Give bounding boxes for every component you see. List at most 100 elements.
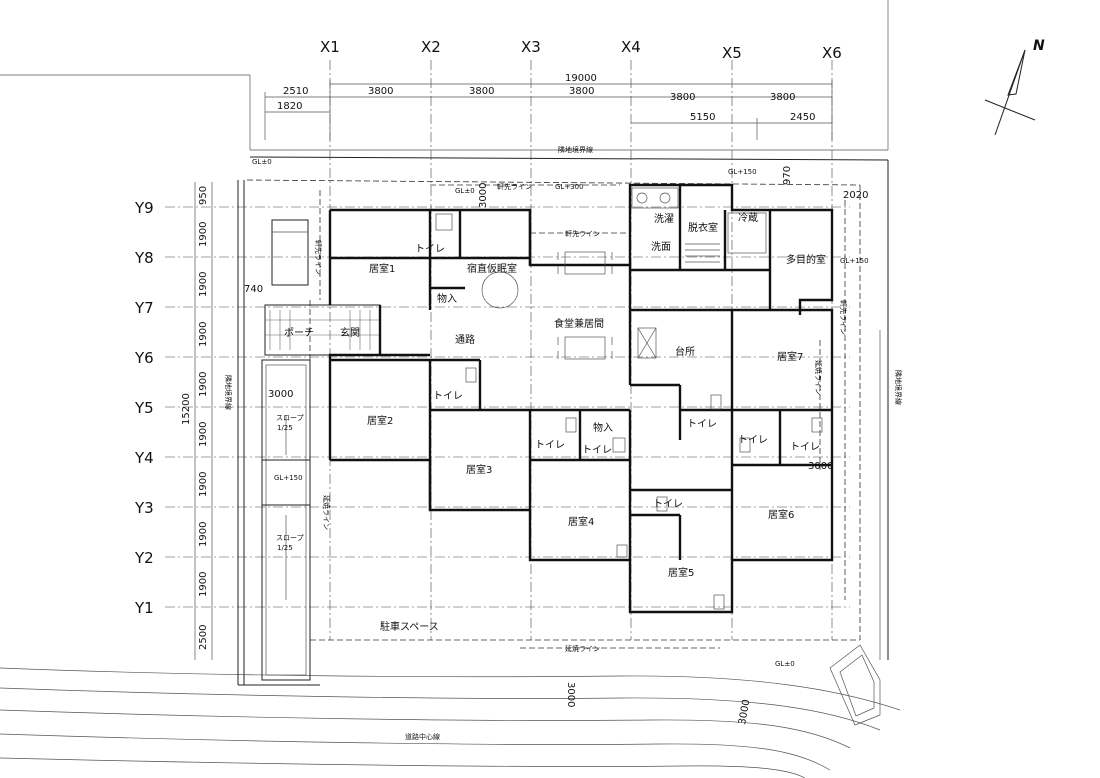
extension-right-label: 延焼ライン [814, 360, 823, 395]
genkan-label: 玄関 [340, 326, 360, 339]
grid-label-y3: Y3 [134, 499, 154, 517]
dim-top-3: 3800 [469, 86, 494, 97]
eaves-mid-label: 軒先ライン [565, 229, 600, 238]
slope-ramps: スロープ 1/25 スロープ 1/25 3000 740 [244, 219, 311, 681]
room-labels: 居室1 宿直仮眠室 物入 通路 食堂兼居間 台所 洗濯 洗面 脱衣室 冷蔵 多目… [367, 211, 826, 633]
gl-6: GL±0 [455, 187, 475, 195]
misc-labels: GL±0 GL+150 GL+150 GL+300 GL+150 GL±0 GL… [252, 158, 869, 726]
grid-label-x3: X3 [521, 38, 541, 56]
north-arrow: N [984, 38, 1045, 136]
boundary-left-label: 隣地境界線 [224, 375, 233, 410]
gl-5: GL+150 [840, 257, 869, 265]
building-walls [328, 183, 834, 614]
room-monoire1: 物入 [437, 292, 457, 305]
parking-label: 駐車スペース [380, 620, 439, 633]
room-kyoshitsu4: 居室4 [568, 515, 594, 528]
room-reizo: 冷蔵 [738, 211, 758, 224]
toilet-4: トイレ [582, 445, 612, 456]
room-tamokuteki: 多目的室 [786, 253, 826, 266]
left-dimensions: 950 1900 1900 1900 1900 1900 1900 1900 1… [181, 182, 213, 660]
room-shokudo: 食堂兼居間 [554, 317, 604, 330]
gl-2: GL+150 [274, 474, 303, 482]
room-kyoshitsu7: 居室7 [777, 350, 803, 363]
room-kyoshitsu1: 居室1 [369, 262, 395, 275]
dim-3000-top: 3000 [478, 183, 489, 208]
grid-label-x6: X6 [822, 44, 842, 62]
extension-bottom-label: 延焼ライン [565, 644, 600, 653]
grid-label-x4: X4 [621, 38, 641, 56]
slope-1-ratio: 1/25 [277, 424, 293, 432]
slope-2-ratio: 1/25 [277, 544, 293, 552]
dim-top-sub-1: 5150 [690, 112, 715, 123]
boundary-top-label: 隣地境界線 [558, 145, 593, 154]
room-kyoshitsu6: 居室6 [768, 508, 794, 521]
eaves-left-label: 軒先ライン [314, 240, 323, 275]
extension-left-label: 延焼ライン [322, 495, 331, 530]
dim-3000-left: 3000 [268, 389, 293, 400]
grid-label-y4: Y4 [134, 449, 154, 467]
porch-label: ポーチ [284, 327, 314, 339]
grid-label-y7: Y7 [134, 299, 154, 317]
dim-top-1: 2510 [283, 86, 308, 97]
gl-4: GL+300 [555, 183, 584, 191]
dim-740: 740 [244, 284, 263, 295]
dim-left-1: 950 [198, 186, 209, 205]
dim-top-sub-left: 1820 [277, 101, 302, 112]
room-shukuchoku: 宿直仮眠室 [467, 262, 517, 275]
dim-left-4: 1900 [198, 322, 209, 347]
eaves-right-label: 軒先ライン [839, 300, 848, 335]
dim-left-total: 15200 [181, 393, 192, 425]
room-sentaku: 洗濯 [654, 213, 674, 225]
dim-3000-road: 3000 [565, 682, 576, 707]
grid-label-x2: X2 [421, 38, 441, 56]
grid-label-x1: X1 [320, 38, 340, 56]
dining-tables [557, 251, 613, 360]
dim-970: 970 [782, 166, 793, 185]
gl-3: GL+150 [728, 168, 757, 176]
top-dimensions: 19000 2510 3800 3800 3800 3800 3800 1820… [264, 73, 833, 140]
slope-2-label: スロープ [276, 534, 304, 542]
grid-label-y9: Y9 [134, 199, 154, 217]
room-monoire2: 物入 [593, 421, 613, 434]
gl-7: GL±0 [775, 660, 795, 668]
toilet-5: トイレ [687, 419, 717, 430]
grid-label-y5: Y5 [134, 399, 154, 417]
dim-top-total: 19000 [565, 73, 597, 84]
room-datsuishitsu: 脱衣室 [688, 221, 718, 234]
toilet-3: トイレ [535, 440, 565, 451]
road-center-label: 道路中心線 [405, 732, 440, 741]
eaves-top-label: 軒先ライン [497, 182, 532, 191]
room-senmen: 洗面 [651, 241, 671, 253]
north-label: N [1033, 38, 1045, 54]
room-daidokoro: 台所 [675, 345, 695, 358]
room-tsuro: 通路 [455, 333, 475, 346]
grid-labels-x: X1 X2 X3 X4 X5 X6 [320, 38, 842, 62]
dim-3000-right: 3000 [808, 461, 833, 472]
room-kyoshitsu3: 居室3 [466, 463, 492, 476]
dim-left-10: 2500 [198, 625, 209, 650]
dim-left-9: 1900 [198, 572, 209, 597]
dim-top-4: 3800 [569, 86, 594, 97]
dim-top-2: 3800 [368, 86, 393, 97]
dim-left-7: 1900 [198, 472, 209, 497]
dim-left-8: 1900 [198, 522, 209, 547]
dim-3000-road2: 3000 [737, 699, 752, 726]
boundary-right-label: 隣地境界線 [894, 370, 903, 405]
grid-label-y1: Y1 [134, 599, 154, 617]
dim-left-5: 1900 [198, 372, 209, 397]
dim-left-3: 1900 [198, 272, 209, 297]
site-boundaries: 隣地境界線 隣地境界線 隣地境界線 道路中心線 [224, 145, 903, 741]
dim-left-2: 1900 [198, 222, 209, 247]
toilet-6: トイレ [738, 435, 768, 446]
dim-top-sub-2: 2450 [790, 112, 815, 123]
grid-label-x5: X5 [722, 44, 742, 62]
dim-top-6: 3800 [770, 92, 795, 103]
grid-label-y8: Y8 [134, 249, 154, 267]
room-kyoshitsu2: 居室2 [367, 414, 393, 427]
eaves-lines: 軒先ライン 軒先ライン 軒先ライン 軒先ライン 延焼ライン 延焼ライン 延焼ライ… [309, 182, 848, 653]
porch-area: ポーチ 玄関 [264, 304, 381, 356]
grid-label-y2: Y2 [134, 549, 154, 567]
dim-left-6: 1900 [198, 422, 209, 447]
gl-1: GL±0 [252, 158, 272, 166]
